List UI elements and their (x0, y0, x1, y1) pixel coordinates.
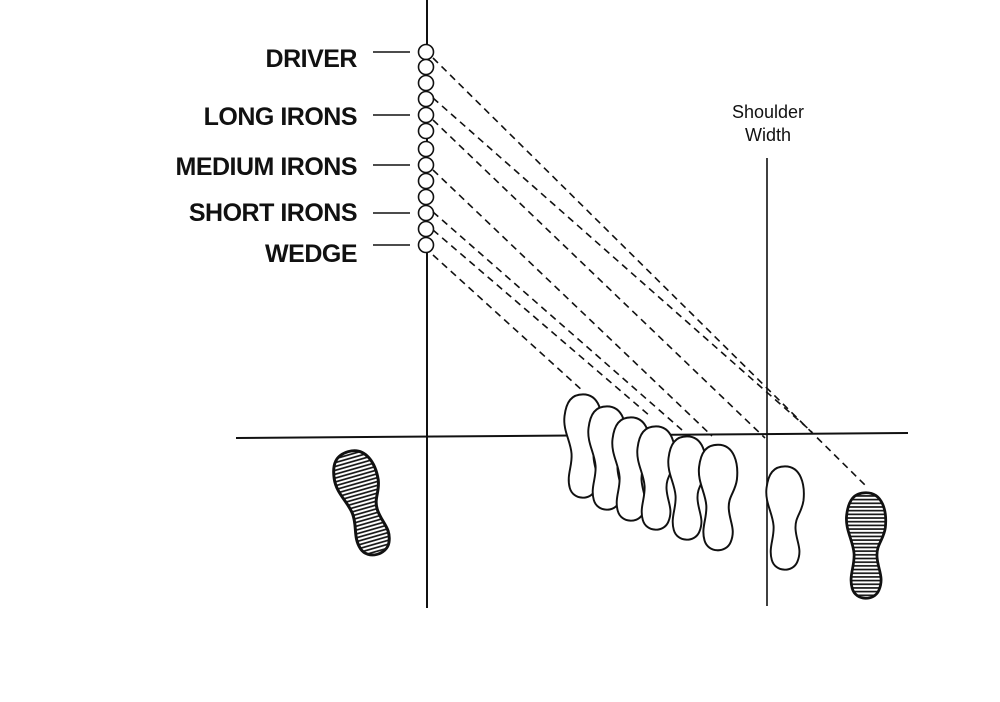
foot-outline-icon (697, 443, 739, 552)
ball-icon (417, 58, 435, 76)
dashed-line-long-irons (432, 97, 813, 433)
ball-icon (417, 122, 435, 140)
ball-icon (417, 236, 435, 254)
foot-outline-icon (636, 425, 676, 531)
foot-outline-icon (667, 435, 707, 541)
dashed-line-long-irons-2 (432, 119, 766, 439)
label-wedge: WEDGE (265, 240, 357, 268)
left-foot-icon (326, 444, 400, 562)
dashed-line-short-irons (432, 211, 683, 431)
dashed-line-driver (432, 57, 869, 489)
ball-icon (417, 43, 435, 61)
ball-icon (417, 188, 435, 206)
dashed-line-wedge-2 (432, 254, 585, 393)
ball-icon (417, 90, 435, 108)
label-driver: DRIVER (266, 45, 358, 73)
ball-icon (417, 140, 435, 158)
ball-icon (417, 204, 435, 222)
foot-outline-icon (765, 465, 805, 571)
label-short-irons: SHORT IRONS (189, 199, 357, 227)
dashed-line-medium-irons (432, 169, 713, 437)
ball-positions (417, 43, 435, 254)
label-long-irons: LONG IRONS (204, 103, 357, 131)
alignment-dashed-lines (432, 57, 869, 489)
dashed-line-wedge (432, 229, 651, 417)
shoulder-width-label-line2: Width (745, 125, 791, 145)
ball-icon (417, 74, 435, 92)
label-leader-lines (373, 51, 410, 246)
ball-icon (417, 172, 435, 190)
ball-icon (417, 220, 435, 238)
ball-icon (417, 106, 435, 124)
front-foot-positions (563, 393, 805, 571)
label-medium-irons: MEDIUM IRONS (176, 153, 358, 181)
ball-icon (417, 156, 435, 174)
shoulder-width-label-line1: Shoulder (732, 102, 804, 122)
right-foot-icon (845, 491, 888, 600)
